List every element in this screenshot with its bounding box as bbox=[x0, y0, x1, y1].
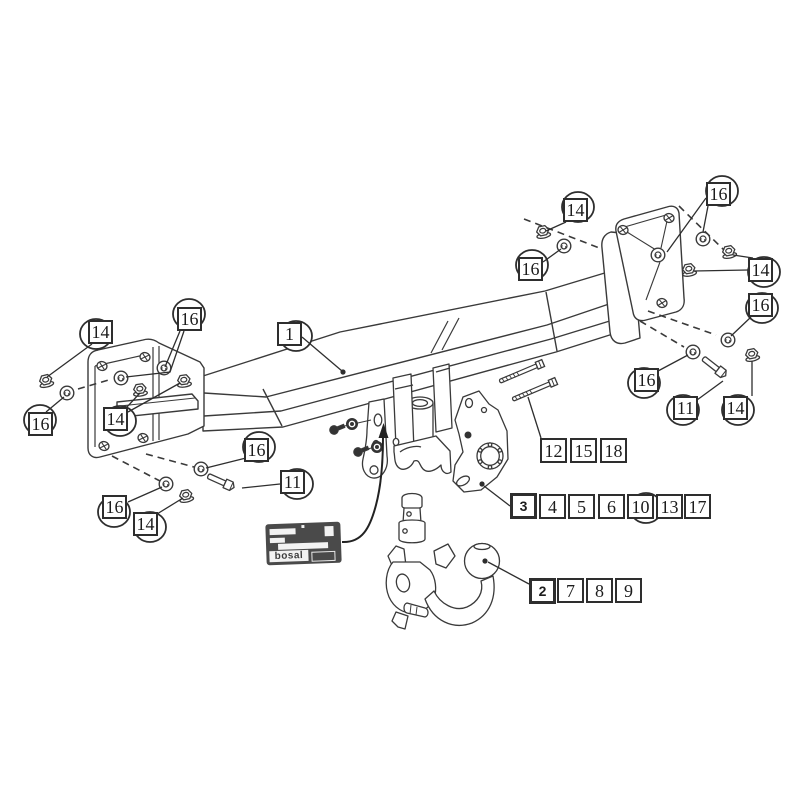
washer-icon bbox=[650, 247, 666, 263]
callout-2: 2 bbox=[529, 578, 556, 604]
callout-12: 12 bbox=[540, 438, 567, 463]
label-text-block bbox=[324, 525, 334, 537]
callout-18: 18 bbox=[600, 438, 627, 463]
callout-14: 14 bbox=[133, 512, 158, 536]
flange-nut-icon bbox=[720, 244, 738, 261]
callout-16: 16 bbox=[102, 495, 127, 519]
flange-nut-icon bbox=[680, 262, 698, 278]
housing-foot bbox=[391, 611, 409, 630]
receiver-housing bbox=[393, 435, 452, 475]
callout-15: 15 bbox=[570, 438, 597, 463]
long-bolt-icon bbox=[510, 376, 559, 404]
callout-5: 5 bbox=[568, 494, 595, 519]
callout-16: 16 bbox=[518, 257, 543, 281]
callout-7: 7 bbox=[557, 578, 584, 603]
callout-14: 14 bbox=[723, 396, 748, 420]
callout-8: 8 bbox=[586, 578, 613, 603]
flange-nut-icon bbox=[177, 488, 195, 505]
label-pointer-arrow bbox=[341, 423, 389, 544]
callout-9: 9 bbox=[615, 578, 642, 603]
callout-16: 16 bbox=[634, 368, 659, 392]
callout-13: 13 bbox=[656, 494, 683, 519]
leader-lines bbox=[45, 197, 754, 585]
socket-mounting-plate bbox=[452, 390, 509, 493]
locking-pin bbox=[401, 492, 423, 510]
arrowhead-icon bbox=[378, 423, 389, 438]
crossbar-beam bbox=[202, 271, 617, 432]
callout-1: 1 bbox=[277, 322, 302, 346]
receiver-rear-plate bbox=[432, 363, 453, 433]
small-washer-icon bbox=[345, 417, 359, 431]
hex-bolt-icon bbox=[205, 471, 237, 493]
flange-nut-icon bbox=[534, 224, 552, 241]
assembly-axis-lines bbox=[77, 205, 725, 482]
label-text-block bbox=[269, 537, 285, 544]
callout-16: 16 bbox=[706, 182, 731, 206]
callout-14: 14 bbox=[563, 198, 588, 222]
brand-wordmark: bosal bbox=[269, 549, 309, 563]
callout-10: 10 bbox=[627, 494, 654, 519]
washer-icon bbox=[720, 332, 736, 348]
callout-3: 3 bbox=[510, 493, 537, 519]
washer-icon bbox=[685, 344, 701, 360]
label-text-block bbox=[301, 524, 305, 529]
callout-16: 16 bbox=[177, 307, 202, 331]
left-mounting-plate bbox=[87, 338, 205, 459]
callout-14: 14 bbox=[88, 320, 113, 344]
label-text-block bbox=[277, 542, 329, 550]
callout-16: 16 bbox=[28, 412, 53, 436]
callout-17: 17 bbox=[684, 494, 711, 519]
flange-nut-icon bbox=[743, 347, 761, 364]
flange-nut-icon bbox=[37, 372, 55, 390]
bracket-fixing-bolts bbox=[327, 417, 384, 459]
hex-bolt-icon bbox=[699, 353, 730, 381]
callout-16: 16 bbox=[244, 438, 269, 462]
callout-6: 6 bbox=[598, 494, 625, 519]
brand-label-sticker: bosal bbox=[265, 521, 342, 566]
callout-14: 14 bbox=[103, 407, 128, 431]
washer-icon bbox=[113, 370, 129, 386]
clamp-jaw-right bbox=[433, 543, 456, 569]
callout-11: 11 bbox=[280, 470, 305, 494]
callout-4: 4 bbox=[539, 494, 566, 519]
towball-assembly bbox=[385, 492, 501, 630]
label-text-block bbox=[269, 528, 296, 536]
callout-14: 14 bbox=[748, 258, 773, 282]
small-washer-icon bbox=[370, 440, 384, 454]
washer-icon bbox=[193, 461, 209, 477]
callout-11: 11 bbox=[673, 396, 698, 420]
right-mounting-plate bbox=[601, 205, 685, 345]
callout-16: 16 bbox=[748, 293, 773, 317]
small-bolt-icon bbox=[327, 421, 347, 437]
washer-icon bbox=[158, 476, 174, 492]
label-text-block bbox=[311, 550, 336, 562]
swan-neck bbox=[424, 575, 495, 626]
